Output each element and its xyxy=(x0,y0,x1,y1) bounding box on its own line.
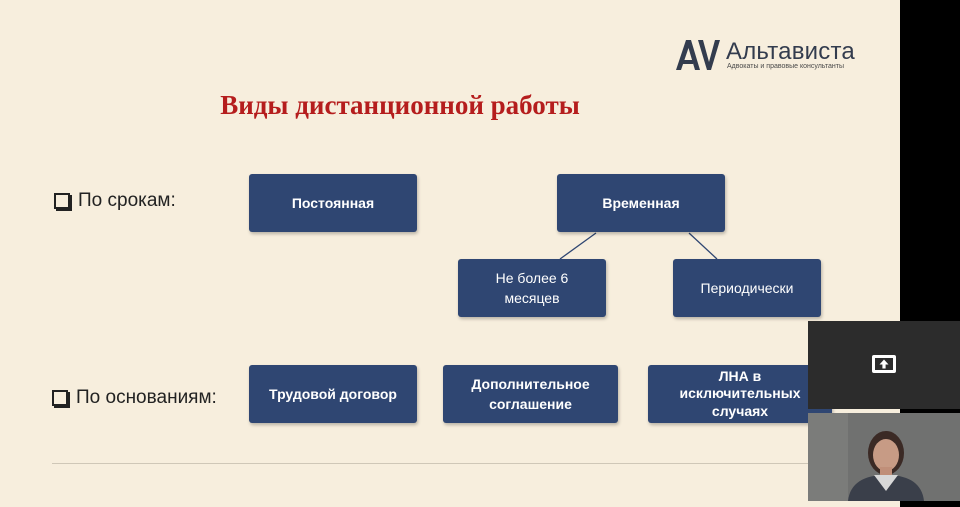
logo-name: Альтависта xyxy=(726,38,855,65)
box-supplementary-agreement: Дополнительное соглашение xyxy=(443,365,618,423)
category-label: По основаниям: xyxy=(76,387,217,408)
category-by-basis: По основаниям: xyxy=(52,387,217,409)
screen-share-panel[interactable] xyxy=(808,321,960,409)
connector-line-right xyxy=(688,232,718,260)
presentation-slide: Альтависта Адвокаты и правовые консульта… xyxy=(0,0,900,507)
checkbox-bullet-icon xyxy=(52,390,68,406)
altavista-logo-icon xyxy=(676,40,720,70)
hierarchy-connector-lines xyxy=(559,232,718,260)
slide-divider xyxy=(52,463,842,464)
logo-tagline: Адвокаты и правовые консультанты xyxy=(727,63,845,70)
box-labor-contract: Трудовой договор xyxy=(249,365,417,423)
screen-share-icon[interactable] xyxy=(871,354,897,376)
box-max-six-months: Не более 6 месяцев xyxy=(458,259,606,317)
company-logo: Альтависта Адвокаты и правовые консульта… xyxy=(676,38,866,74)
box-permanent: Постоянная xyxy=(249,174,417,232)
presenter-video xyxy=(808,413,960,501)
checkbox-bullet-icon xyxy=(54,193,70,209)
category-label: По срокам: xyxy=(78,190,176,211)
participant-video-tile[interactable] xyxy=(808,413,960,501)
box-periodic: Периодически xyxy=(673,259,821,317)
box-temporary: Временная xyxy=(557,174,725,232)
slide-title: Виды дистанционной работы xyxy=(220,90,580,120)
box-local-acts: ЛНА в исключительных случаях xyxy=(648,365,832,423)
category-by-term: По срокам: xyxy=(54,190,176,212)
connector-line-left xyxy=(559,232,597,260)
